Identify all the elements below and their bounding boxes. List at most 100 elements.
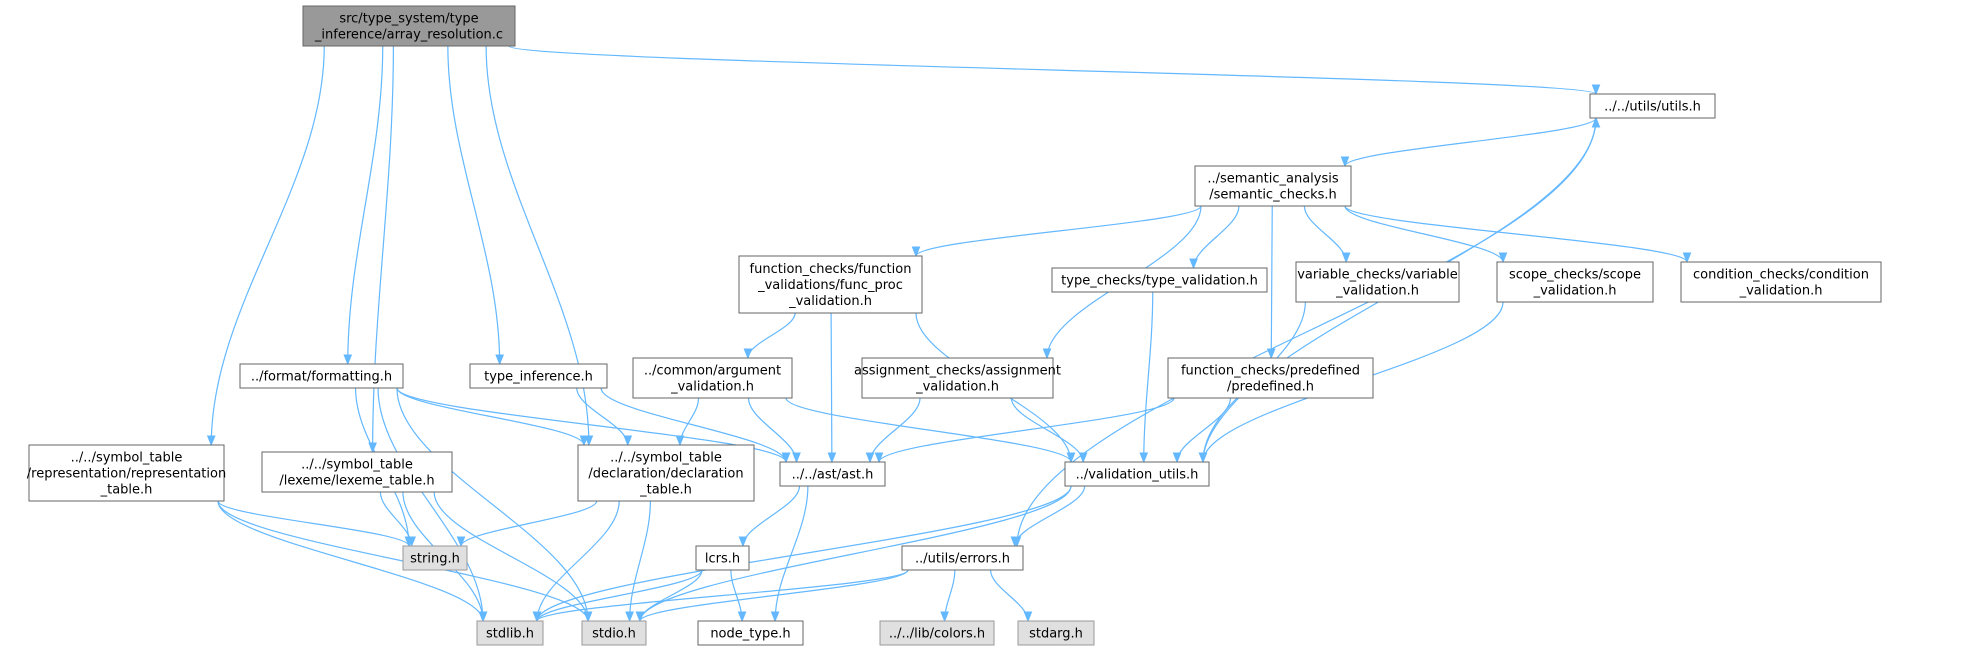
edge-arrowhead [532, 611, 542, 623]
node-box [632, 357, 793, 399]
edge-formatting-to-declaration-table [396, 387, 585, 446]
edge-formatting-to-stdio-h [396, 387, 589, 622]
node-predefined[interactable]: function_checks/predefined/predefined.h [1167, 357, 1374, 399]
node-label: type_checks/type_validation.h [1061, 274, 1258, 289]
edge-argument-validation-to-validation-utils [785, 397, 1072, 463]
node-ast[interactable]: ../../ast/ast.h [779, 461, 886, 487]
node-box [1064, 461, 1210, 487]
edge-func-proc-validation-to-argument-validation [747, 312, 796, 359]
node-box [581, 620, 647, 646]
edge-arrowhead [781, 452, 791, 464]
node-argument-validation[interactable]: ../common/argument_validation.h [632, 357, 793, 399]
edge-type-inference-to-ast [600, 387, 787, 463]
node-func-proc-validation[interactable]: function_checks/function_validations/fun… [738, 255, 923, 314]
edge-arrowhead [675, 435, 685, 447]
node-label: _table.h [100, 483, 153, 498]
node-label: _table.h [639, 483, 692, 498]
edge-arrowhead [1023, 611, 1033, 623]
edge-arrowhead [1498, 252, 1508, 264]
node-lcrs[interactable]: lcrs.h [695, 545, 750, 571]
edge-arrowhead [495, 354, 504, 366]
node-lexeme-table[interactable]: ../../symbol_table/lexeme/lexeme_table.h [261, 451, 453, 493]
node-label: ../../symbol_table [71, 451, 183, 466]
edge-arrowhead [1591, 116, 1601, 128]
node-box [28, 444, 225, 502]
edge-arrowhead [1341, 252, 1351, 264]
node-stdio-h[interactable]: stdio.h [581, 620, 647, 646]
edge-arrowhead [1078, 452, 1088, 464]
edge-arrowhead [1066, 452, 1076, 464]
node-label: scope_checks/scope [1509, 268, 1641, 283]
node-box [302, 5, 516, 47]
edge-arrowhead [792, 452, 801, 464]
node-type-inference[interactable]: type_inference.h [469, 363, 608, 389]
node-label: /semantic_checks.h [1209, 188, 1337, 203]
node-formatting[interactable]: ../format/formatting.h [239, 363, 404, 389]
node-type-validation[interactable]: type_checks/type_validation.h [1051, 267, 1268, 293]
edge-errors-to-stdarg-h [989, 569, 1029, 622]
node-condition-validation[interactable]: condition_checks/condition_validation.h [1680, 261, 1882, 303]
edge-lcrs-to-stdlib-h [536, 569, 703, 622]
edge-validation-utils-to-stdlib-h [536, 485, 1072, 622]
node-variable-validation[interactable]: variable_checks/variable_validation.h [1295, 261, 1460, 303]
node-box [1051, 267, 1268, 293]
node-root[interactable]: src/type_system/type_inference/array_res… [302, 5, 516, 47]
edge-representation-table-to-string-h [217, 500, 410, 547]
node-label: ../../symbol_table [610, 451, 722, 466]
edge-arrowhead [1172, 452, 1182, 464]
node-representation-table[interactable]: ../../symbol_table/representation/repres… [27, 444, 226, 502]
edge-arrowhead [583, 611, 593, 623]
edge-arrowhead [623, 435, 633, 447]
node-declaration-table[interactable]: ../../symbol_table/declaration/declarati… [577, 444, 755, 502]
edge-semantic-checks-to-func-proc-validation [915, 205, 1202, 257]
edge-root-to-declaration-table [485, 45, 590, 446]
node-label: function_checks/predefined [1181, 364, 1360, 379]
node-label: ../../lib/colors.h [889, 627, 985, 642]
node-semantic-checks[interactable]: ../semantic_analysis/semantic_checks.h [1194, 165, 1352, 207]
node-box [469, 363, 608, 389]
node-stdlib-h[interactable]: stdlib.h [476, 620, 544, 646]
node-label: function_checks/function [750, 262, 912, 277]
edge-arrowhead [478, 611, 488, 623]
edge-arrowhead [625, 611, 634, 623]
node-validation-utils[interactable]: ../validation_utils.h [1064, 461, 1210, 487]
edge-arrowhead [743, 348, 753, 360]
node-label: /predefined.h [1227, 380, 1314, 395]
node-label: _validation.h [1533, 284, 1617, 299]
node-label: _validation.h [915, 380, 999, 395]
node-box [1295, 261, 1460, 303]
node-box [738, 255, 923, 314]
node-colors[interactable]: ../../lib/colors.h [879, 620, 995, 646]
node-box [779, 461, 886, 487]
node-errors[interactable]: ../utils/errors.h [901, 545, 1024, 571]
edge-arrowhead [874, 452, 884, 464]
node-box [476, 620, 544, 646]
edge-layer [206, 45, 1692, 623]
node-label: ../format/formatting.h [251, 370, 392, 385]
edge-arrowhead [1340, 156, 1350, 168]
edge-arrowhead [407, 536, 416, 548]
node-node-type[interactable]: node_type.h [697, 620, 804, 646]
node-box [879, 620, 995, 646]
edge-arrowhead [1682, 252, 1692, 264]
edge-arrowhead [206, 435, 216, 447]
edge-root-to-formatting [347, 45, 384, 365]
node-assignment-validation[interactable]: assignment_checks/assignment_validation.… [854, 357, 1061, 399]
edge-lexeme-table-to-stdio-h [433, 491, 589, 622]
node-stdarg-h[interactable]: stdarg.h [1017, 620, 1095, 646]
node-label: src/type_system/type [339, 12, 478, 27]
node-box [1589, 93, 1716, 119]
edge-arrowhead [770, 611, 780, 623]
edge-root-to-representation-table [210, 45, 325, 446]
node-label: /lexeme/lexeme_table.h [279, 474, 434, 489]
node-scope-validation[interactable]: scope_checks/scope_validation.h [1496, 261, 1654, 303]
node-box [402, 545, 468, 571]
node-label: /declaration/declaration [588, 467, 743, 482]
edge-arrowhead [1042, 348, 1052, 360]
edge-errors-to-stdio-h [639, 569, 909, 622]
node-label: ../../symbol_table [301, 458, 413, 473]
node-box [1167, 357, 1374, 399]
node-box [1017, 620, 1095, 646]
node-utils[interactable]: ../../utils/utils.h [1589, 93, 1716, 119]
node-string-h[interactable]: string.h [402, 545, 468, 571]
